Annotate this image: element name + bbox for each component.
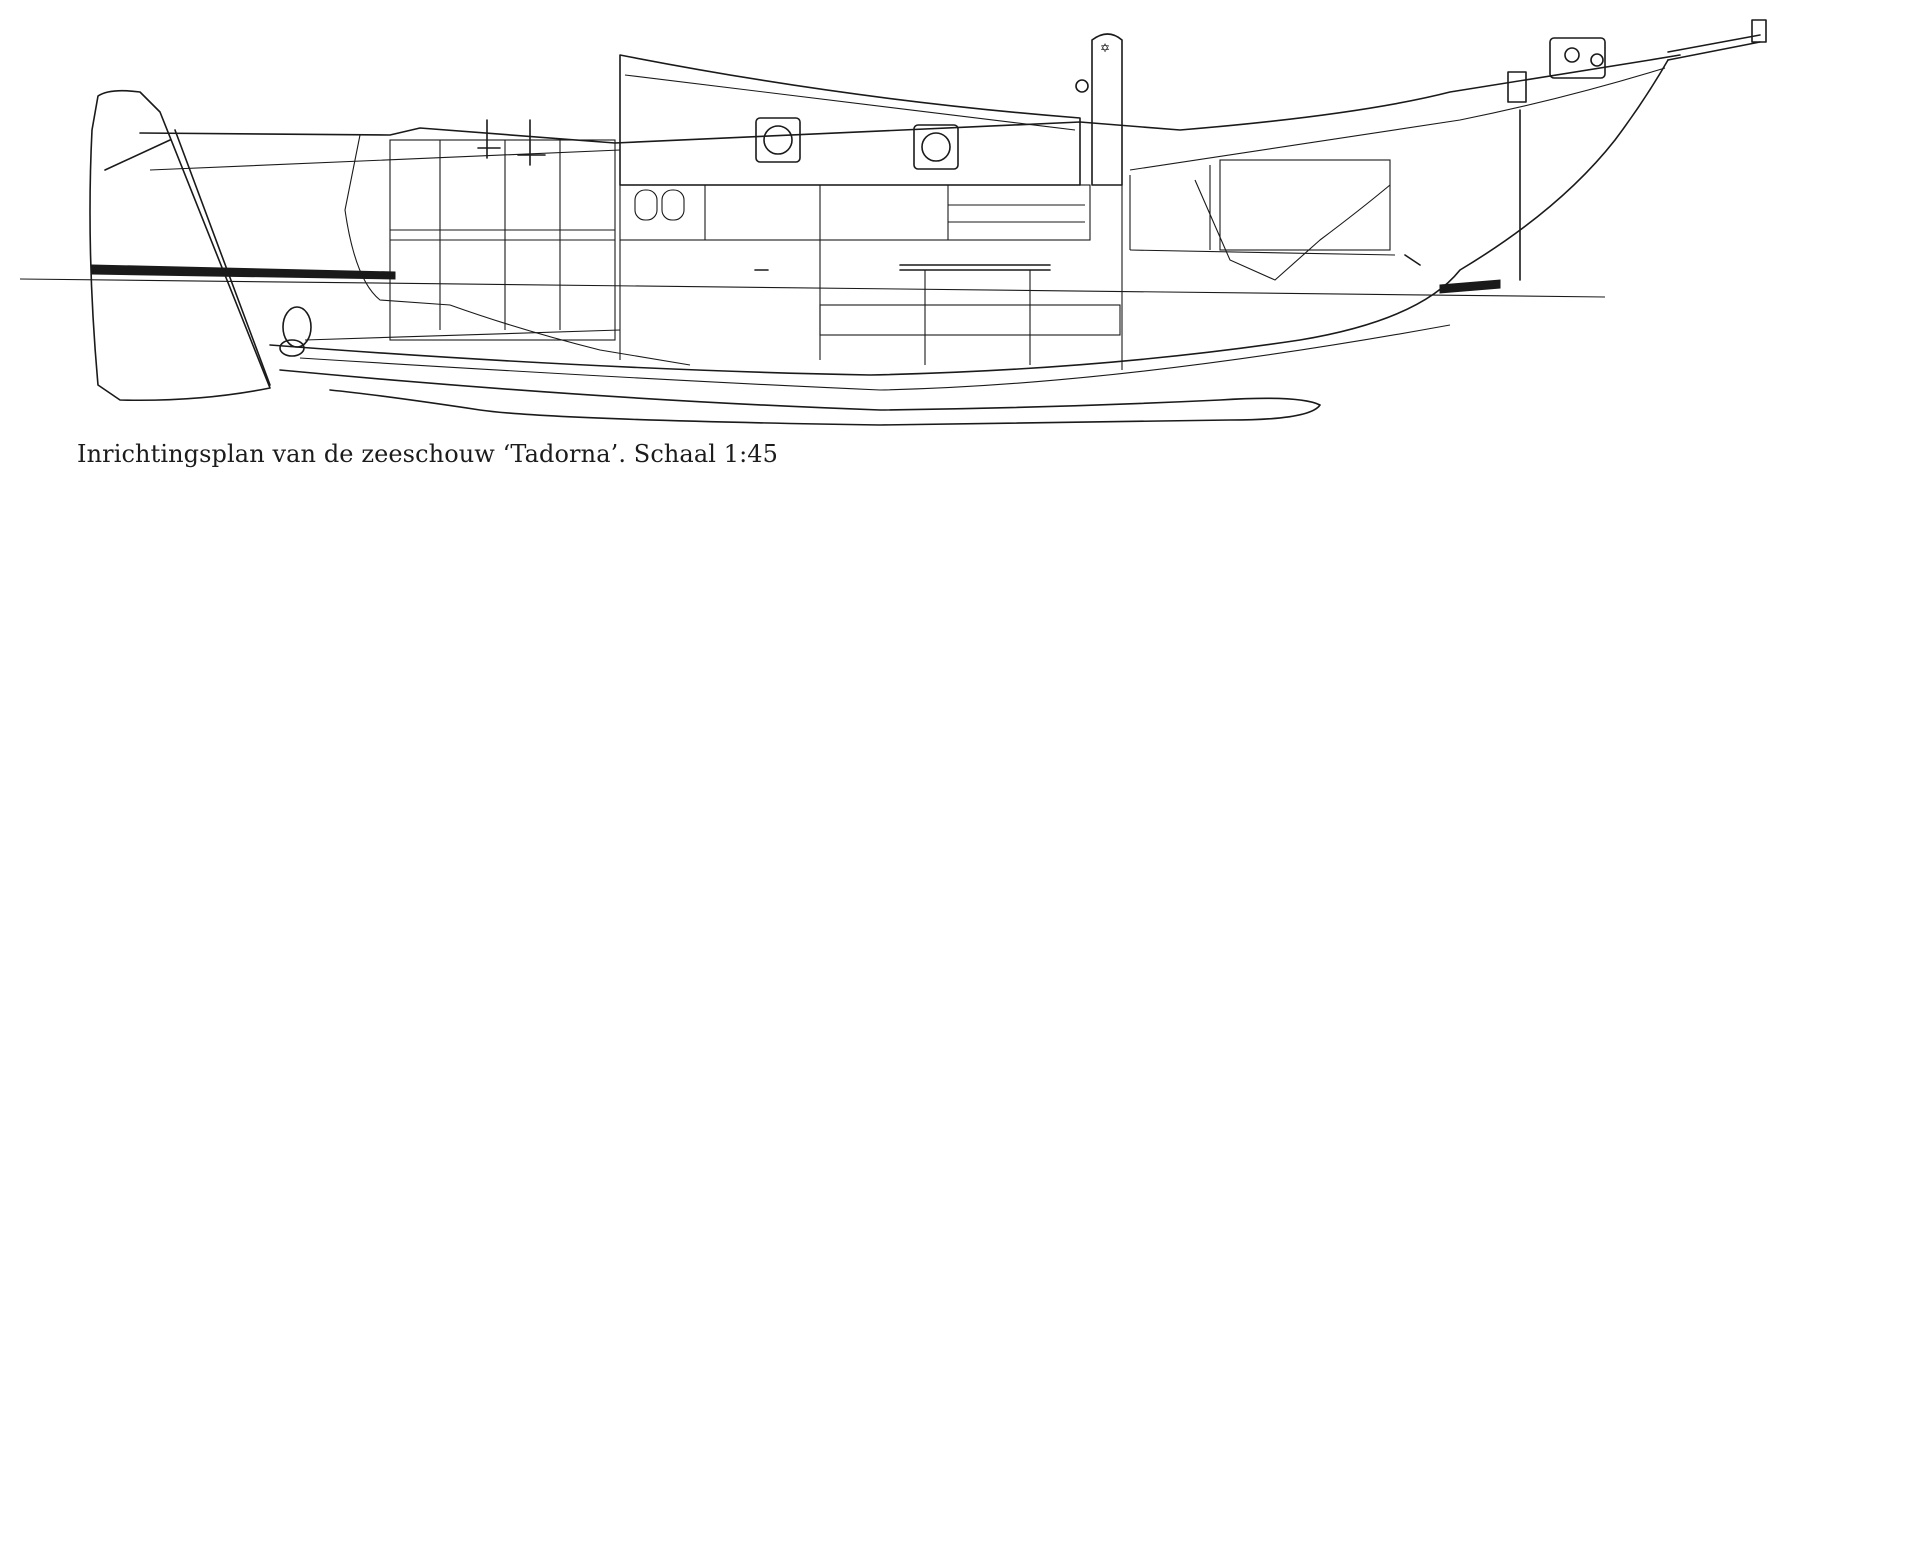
cabin-trunk (619, 54, 1081, 186)
keel-runner (279, 369, 1321, 426)
bow-fittings (1507, 19, 1767, 103)
section-break (344, 134, 1391, 366)
boot-stripe-aft (91, 264, 396, 280)
porthole-aft (755, 117, 801, 163)
saloon-interior (619, 184, 1123, 370)
rudder-stock (174, 129, 271, 386)
porthole-fwd (913, 124, 959, 170)
boot-stripe-fwd (1439, 279, 1501, 294)
waterline (19, 278, 1606, 298)
forecabin (1129, 109, 1521, 281)
cockpit-structure (389, 119, 616, 341)
rudder-tiller (104, 139, 171, 171)
propeller (279, 306, 621, 357)
rudder (89, 89, 271, 402)
side-elevation: ✡ (19, 19, 1767, 426)
svg-text:✡: ✡ (1100, 41, 1110, 55)
drawing-caption: Inrichtingsplan van de zeeschouw ‘Tadorn… (77, 440, 779, 468)
mast-tabernacle: ✡ (1075, 33, 1123, 186)
hull-bottom (269, 59, 1669, 376)
sheer-line-inner (149, 67, 1666, 171)
sheer-line (139, 54, 1681, 144)
